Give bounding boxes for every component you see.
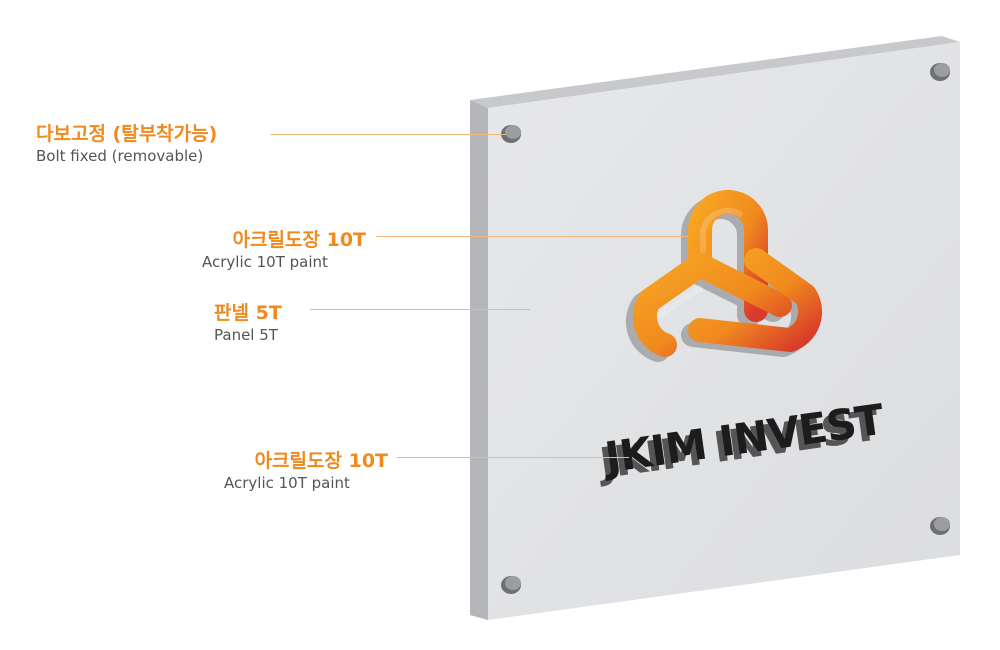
callout-text-acrylic-en: Acrylic 10T paint [224, 474, 350, 492]
bolt-top-left [501, 125, 521, 143]
callout-panel-ko: 판넬 5T [214, 302, 282, 324]
callout-text-acrylic-ko: 아크릴도장 10T [254, 450, 388, 472]
callout-bolt: 다보고정 (탈부착가능) Bolt fixed (removable) [36, 122, 217, 166]
bolt-bottom-left [501, 576, 521, 594]
bolt-top-right [930, 63, 950, 81]
callout-text-acrylic: 아크릴도장 10T Acrylic 10T paint [218, 449, 388, 493]
panel-top-edge [470, 36, 960, 108]
callout-panel-en: Panel 5T [214, 326, 278, 344]
callout-panel: 판넬 5T Panel 5T [214, 301, 282, 345]
callout-bolt-ko: 다보고정 (탈부착가능) [36, 123, 218, 145]
callout-bolt-en: Bolt fixed (removable) [36, 147, 204, 165]
panel-side-edge [470, 100, 488, 620]
leader-text-acrylic [397, 457, 629, 458]
bolt-bottom-right [930, 517, 950, 535]
trefoil-logo-icon [625, 190, 823, 362]
callout-logo-acrylic-en: Acrylic 10T paint [202, 253, 328, 271]
leader-bolt [270, 134, 506, 135]
leader-logo-acrylic [376, 236, 688, 237]
callout-logo-acrylic: 아크릴도장 10T Acrylic 10T paint [196, 228, 366, 272]
callout-logo-acrylic-ko: 아크릴도장 10T [232, 229, 366, 251]
leader-panel [310, 309, 530, 310]
